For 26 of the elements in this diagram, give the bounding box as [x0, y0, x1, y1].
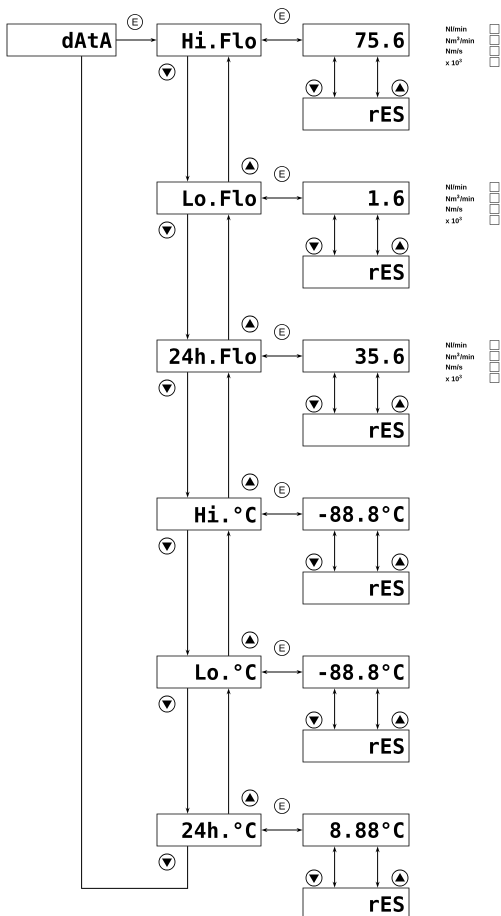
e-button: E — [127, 14, 143, 30]
e-button: E — [274, 798, 290, 814]
display-box: 8.88°C — [302, 814, 410, 846]
display-box: Hi.Flo — [156, 24, 262, 56]
display-box: 35.6 — [302, 340, 410, 372]
display-box: 1.6 — [302, 182, 410, 214]
e-button: E — [274, 482, 290, 498]
display-box: 24h.°C — [156, 814, 262, 846]
e-button: E — [274, 640, 290, 656]
display-box: dAtA — [6, 24, 116, 56]
display-box: Lo.°C — [156, 656, 262, 688]
display-box: rES — [302, 730, 410, 762]
display-box: rES — [302, 888, 410, 916]
display-box: -88.8°C — [302, 656, 410, 688]
display-box: -88.8°C — [302, 498, 410, 530]
display-box: 75.6 — [302, 24, 410, 56]
display-box: rES — [302, 98, 410, 130]
display-box: rES — [302, 572, 410, 604]
display-box: Lo.Flo — [156, 182, 262, 214]
display-box: Hi.°C — [156, 498, 262, 530]
e-button: E — [274, 324, 290, 340]
e-button: E — [274, 166, 290, 182]
e-button: E — [274, 8, 290, 24]
display-box: rES — [302, 256, 410, 288]
display-box: 24h.Flo — [156, 340, 262, 372]
display-box: rES — [302, 414, 410, 446]
